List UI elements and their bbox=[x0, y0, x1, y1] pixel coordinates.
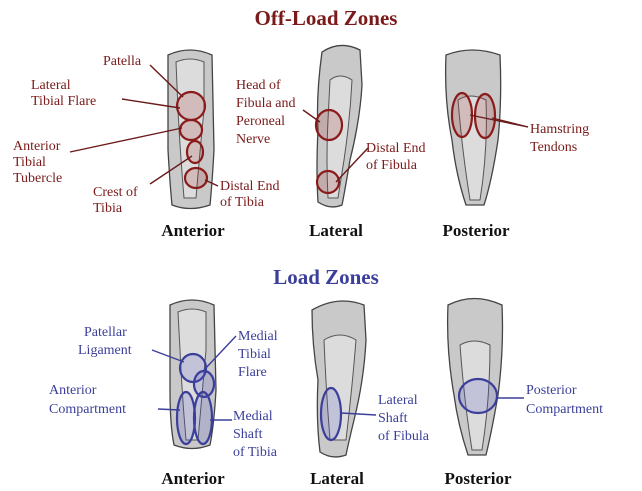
offload-title: Off-Load Zones bbox=[255, 6, 398, 30]
label-distal-end-fibula: Distal End bbox=[366, 141, 426, 156]
label-compartment: Compartment bbox=[49, 402, 126, 417]
label-flare: Flare bbox=[238, 365, 267, 380]
label-medial-shaft: Medial bbox=[233, 409, 273, 424]
view-anterior-bottom: Anterior bbox=[161, 469, 225, 488]
posterior-compartment-zone bbox=[459, 379, 497, 413]
lateral-shaft-fibula-zone bbox=[321, 388, 341, 440]
load-posterior-leg bbox=[448, 299, 503, 456]
label-tendons: Tendons bbox=[530, 140, 577, 155]
medial-shaft-tibia-zone bbox=[194, 392, 212, 444]
label-patellar: Patellar bbox=[84, 325, 127, 340]
label-tibial-b: Tibial bbox=[238, 347, 271, 362]
label-tibial-flare: Tibial Flare bbox=[31, 94, 96, 109]
label-of-fibula-b: of Fibula bbox=[378, 429, 430, 444]
label-lateral: Lateral bbox=[31, 78, 71, 93]
label-lateral-b: Lateral bbox=[378, 393, 418, 408]
fibula-head-zone bbox=[316, 110, 342, 140]
label-head-of: Head of bbox=[236, 78, 281, 93]
label-peroneal: Peroneal bbox=[236, 114, 285, 129]
view-posterior-top: Posterior bbox=[442, 221, 509, 240]
tibial-tubercle-zone bbox=[180, 120, 202, 140]
label-medial: Medial bbox=[238, 329, 278, 344]
load-title: Load Zones bbox=[273, 265, 379, 289]
label-of-tibia: of Tibia bbox=[220, 195, 265, 210]
anterior-compartment-zone bbox=[177, 392, 195, 444]
label-posterior-b: Posterior bbox=[526, 383, 577, 398]
load-anterior-leg bbox=[170, 300, 216, 449]
label-patella: Patella bbox=[103, 54, 142, 69]
label-of-fibula: of Fibula bbox=[366, 158, 418, 173]
crest-tibia-zone bbox=[187, 141, 203, 163]
label-crest-of: Crest of bbox=[93, 185, 138, 200]
label-fibula-and: Fibula and bbox=[236, 96, 296, 111]
view-posterior-bottom: Posterior bbox=[444, 469, 511, 488]
label-tibial: Tibial bbox=[13, 155, 46, 170]
label-hamstring: Hamstring bbox=[530, 122, 589, 137]
label-anterior-b: Anterior bbox=[49, 383, 97, 398]
distal-tibia-zone bbox=[185, 168, 207, 188]
view-anterior-top: Anterior bbox=[161, 221, 225, 240]
load-lateral-leg bbox=[312, 301, 366, 457]
label-distal-end: Distal End bbox=[220, 179, 280, 194]
label-crest-tibia: Tibia bbox=[93, 201, 123, 216]
label-shaft-b: Shaft bbox=[378, 411, 408, 426]
label-anterior: Anterior bbox=[13, 139, 61, 154]
distal-fibula-zone bbox=[317, 171, 339, 193]
label-compartment-b: Compartment bbox=[526, 402, 603, 417]
label-tubercle: Tubercle bbox=[13, 171, 62, 186]
label-nerve: Nerve bbox=[236, 132, 270, 147]
offload-lateral-leg bbox=[316, 45, 362, 206]
view-lateral-top: Lateral bbox=[309, 221, 363, 240]
hamstring-zone-left bbox=[452, 93, 472, 137]
label-of-tibia-b: of Tibia bbox=[233, 445, 278, 460]
label-shaft: Shaft bbox=[233, 427, 263, 442]
view-lateral-bottom: Lateral bbox=[310, 469, 364, 488]
label-ligament: Ligament bbox=[78, 343, 132, 358]
offload-posterior-leg bbox=[446, 50, 501, 205]
